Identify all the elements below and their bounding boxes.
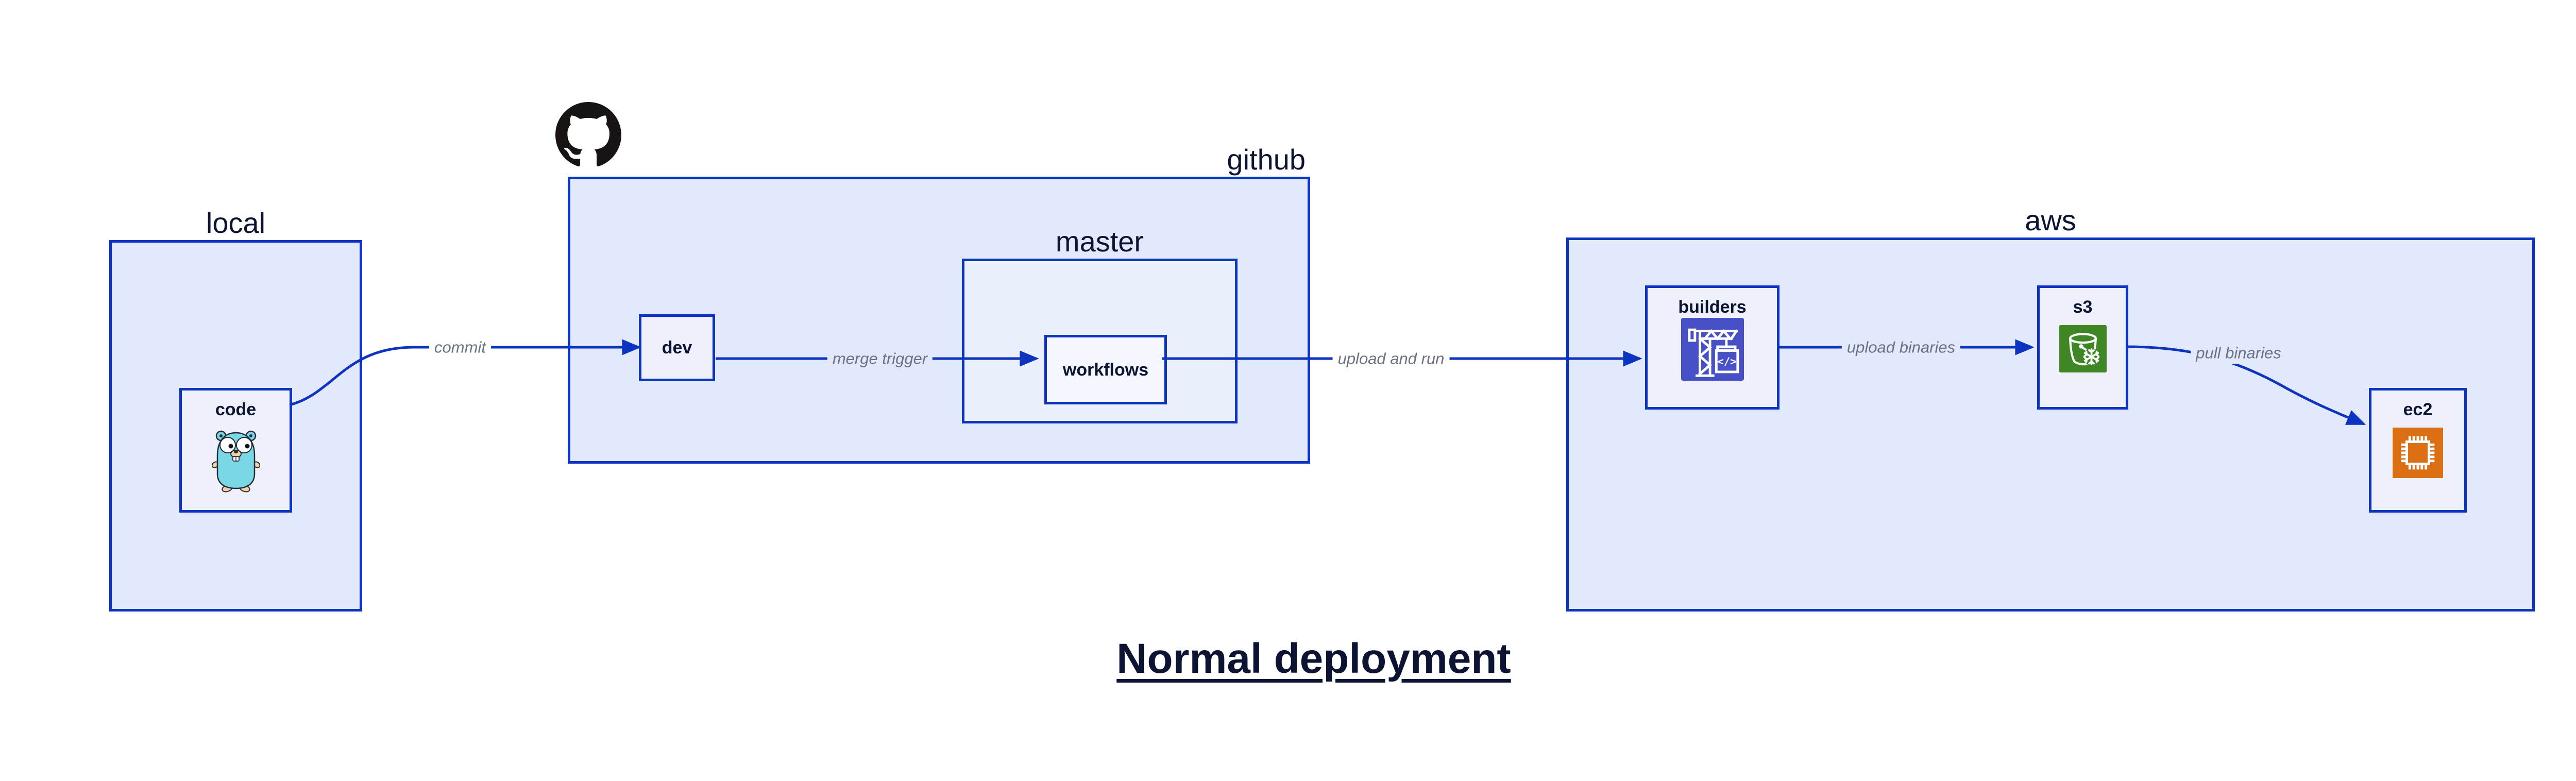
ec2-chip-icon xyxy=(2393,428,2443,478)
dev-label: dev xyxy=(662,338,692,358)
node-code: code xyxy=(179,388,292,513)
workflows-label: workflows xyxy=(1062,360,1149,380)
aws-label: aws xyxy=(2025,204,2076,236)
diagram-title: Normal deployment xyxy=(1116,635,1511,682)
code-label: code xyxy=(215,400,257,419)
edge-label-pull-binaries: pull binaries xyxy=(2191,342,2286,364)
node-workflows: workflows xyxy=(1044,335,1167,404)
local-label: local xyxy=(206,207,266,239)
s3-bucket-icon xyxy=(2059,325,2107,372)
container-github: github dev master workflows xyxy=(568,145,1310,464)
s3-label: s3 xyxy=(2073,297,2093,317)
ec2-label: ec2 xyxy=(2403,400,2433,419)
edge-label-merge-trigger: merge trigger xyxy=(827,347,933,370)
edge-label-upload-binaries: upload binaries xyxy=(1841,336,1961,359)
container-master: master workflows xyxy=(962,227,1238,423)
github-label: github xyxy=(1227,143,1306,176)
go-gopher-icon xyxy=(211,430,260,493)
node-s3: s3 xyxy=(2037,285,2128,410)
container-aws: aws builders xyxy=(1566,206,2535,612)
container-local: local code xyxy=(109,209,362,612)
svg-text:</>: </> xyxy=(1717,355,1736,368)
node-ec2: ec2 xyxy=(2369,388,2467,513)
edge-label-commit: commit xyxy=(429,336,491,359)
master-label: master xyxy=(1055,225,1144,258)
node-builders: builders xyxy=(1645,285,1780,410)
edge-label-upload-and-run: upload and run xyxy=(1332,347,1450,370)
builders-label: builders xyxy=(1678,297,1747,317)
crane-build-icon: </> xyxy=(1681,318,1744,381)
github-octocat-icon xyxy=(555,102,621,166)
node-dev: dev xyxy=(639,314,715,381)
